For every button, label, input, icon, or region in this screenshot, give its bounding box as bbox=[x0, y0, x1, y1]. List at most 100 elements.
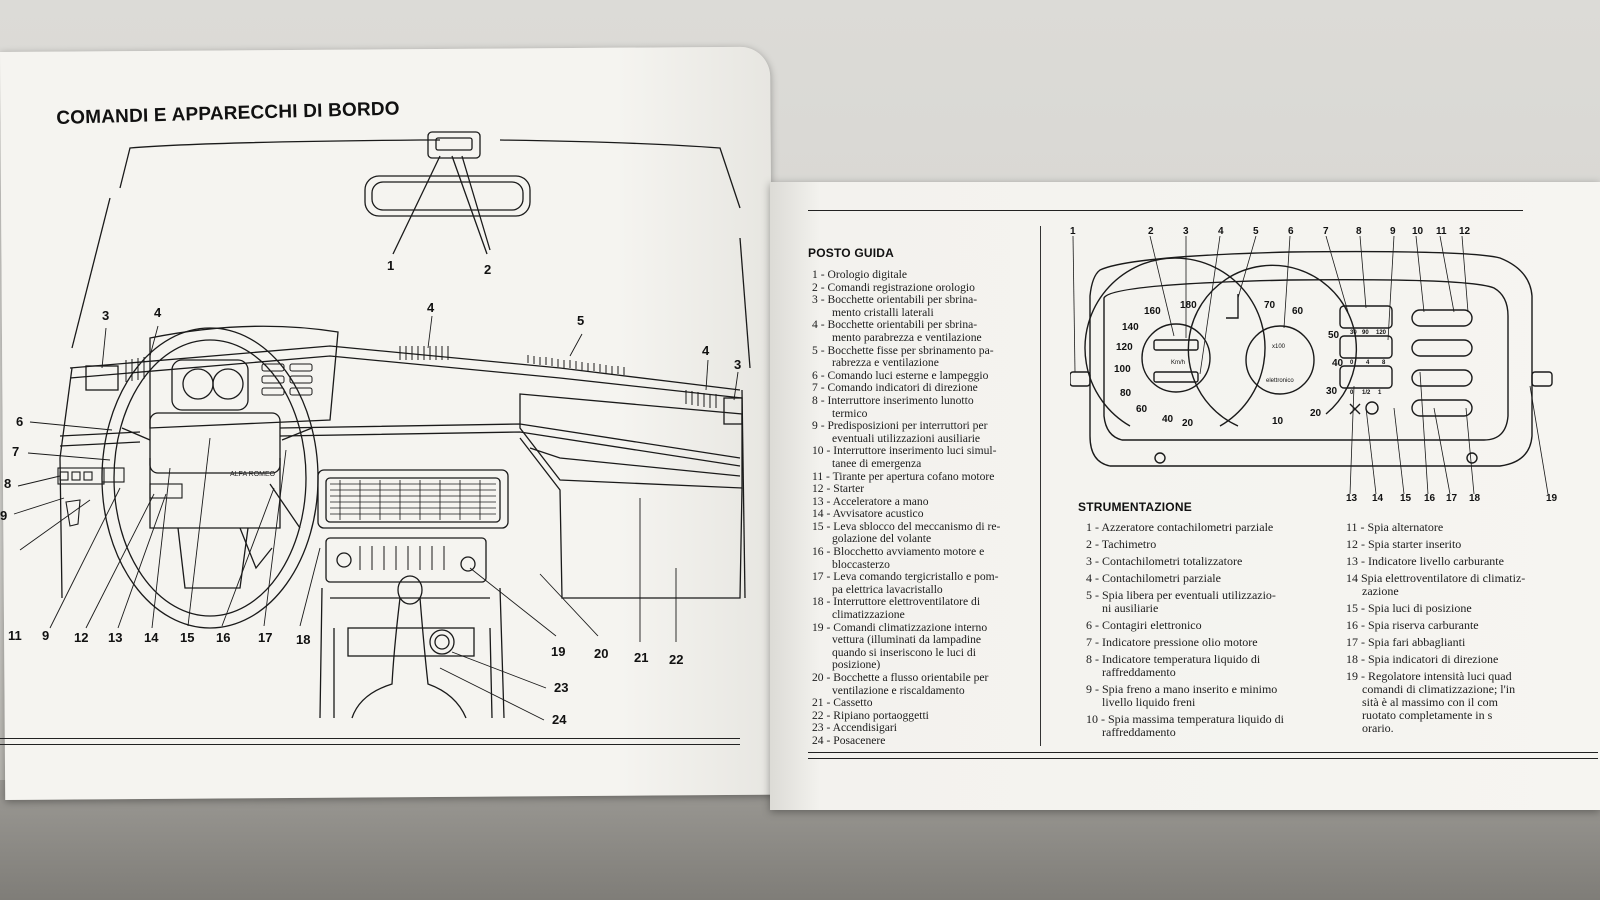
tacho-tick-label: 70 bbox=[1264, 300, 1276, 311]
tacho-tick-label: 60 bbox=[1292, 306, 1304, 317]
posto-guida-item: tanee di emergenza bbox=[832, 456, 922, 470]
callout-22: 22 bbox=[669, 652, 684, 667]
strumentazione-item: 7 - Indicatore pressione olio motore bbox=[1086, 635, 1258, 649]
posto-guida-item: 19 - Comandi climatizzazione interno bbox=[812, 620, 988, 634]
fuel-gauge-tick: 1/2 bbox=[1362, 390, 1371, 396]
temp-gauge-tick: 4 bbox=[1366, 360, 1370, 366]
strumentazione-item: 14 Spia elettroventilatore di climatiz-z… bbox=[1346, 571, 1526, 598]
speedo-tick-label: 20 bbox=[1182, 418, 1194, 429]
callout-23: 23 bbox=[554, 680, 569, 695]
posto-guida-item: pa elettrica lavacristallo bbox=[832, 582, 943, 596]
posto-guida-item: ventilazione e riscaldamento bbox=[832, 683, 965, 697]
strumentazione-item: 10 - Spia massima temperatura liquido di… bbox=[1086, 712, 1284, 739]
callout-15: 15 bbox=[180, 630, 195, 645]
callout-18: 18 bbox=[296, 632, 311, 647]
cluster-callout-5: 5 bbox=[1253, 226, 1259, 237]
callout-2: 2 bbox=[484, 262, 492, 277]
posto-guida-item: mento parabrezza e ventilazione bbox=[832, 330, 982, 344]
callout-9: 9 bbox=[0, 508, 8, 523]
cluster-callout-14: 14 bbox=[1372, 493, 1384, 504]
callout-17: 17 bbox=[258, 630, 273, 645]
callout-8: 8 bbox=[4, 476, 12, 491]
callout-9b: 9 bbox=[42, 628, 50, 643]
right-bottom-rule-2 bbox=[808, 758, 1598, 759]
temp-gauge-tick: 0 bbox=[1350, 360, 1354, 366]
posto-guida-item: 23 - Accendisigari bbox=[812, 721, 897, 735]
cluster-callout-11: 11 bbox=[1436, 226, 1447, 237]
cluster-callout-18: 18 bbox=[1469, 493, 1481, 504]
posto-guida-heading: POSTO GUIDA bbox=[808, 246, 894, 260]
speedo-tick-label: 160 bbox=[1144, 306, 1161, 317]
cluster-callout-1: 1 bbox=[1070, 226, 1076, 237]
cluster-callout-12: 12 bbox=[1459, 226, 1471, 237]
strumentazione-item: 1 - Azzeratore contachilometri parziale bbox=[1086, 520, 1274, 534]
oil-gauge-tick: 30 bbox=[1350, 330, 1357, 336]
cluster-callout-15: 15 bbox=[1400, 493, 1412, 504]
right-top-rule bbox=[808, 210, 1523, 211]
callout-3b: 3 bbox=[734, 357, 742, 372]
posto-guida-item: 4 - Bocchette orientabili per sbrina- bbox=[812, 318, 978, 332]
posto-guida-item: 20 - Bocchette a flusso orientabile per bbox=[812, 671, 989, 684]
strumentazione-item: 15 - Spia luci di posizione bbox=[1346, 601, 1472, 615]
posto-guida-item: bloccasterzo bbox=[832, 557, 890, 571]
speedo-tick-label: 140 bbox=[1122, 322, 1139, 333]
left-bottom-rule bbox=[0, 738, 740, 739]
posto-guida-item: 9 - Predisposizioni per interruttori per bbox=[812, 419, 988, 433]
posto-guida-item: 7 - Comando indicatori di direzione bbox=[812, 381, 978, 395]
strumentazione-item: 5 - Spia libera per eventuali utilizzazi… bbox=[1086, 588, 1276, 615]
speedo-tick-label: 40 bbox=[1162, 414, 1174, 425]
oil-gauge-tick: 120 bbox=[1376, 330, 1387, 336]
posto-guida-item: 3 - Bocchette orientabili per sbrina- bbox=[812, 293, 978, 307]
right-page bbox=[770, 182, 1600, 810]
cluster-callout-7: 7 bbox=[1323, 226, 1329, 237]
posto-guida-item: quando si inseriscono le luci di bbox=[832, 645, 976, 659]
posto-guida-item: 5 - Bocchette fisse per sbrinamento pa- bbox=[812, 343, 994, 357]
cluster-callout-3: 3 bbox=[1183, 226, 1189, 237]
cluster-callout-16: 16 bbox=[1424, 493, 1436, 504]
callout-12: 12 bbox=[74, 630, 89, 645]
speedo-unit-label: Km/h bbox=[1171, 360, 1185, 366]
speedo-tick-label: 60 bbox=[1136, 404, 1148, 415]
oil-gauge-tick: 90 bbox=[1362, 330, 1369, 336]
posto-guida-item: 14 - Avvisatore acustico bbox=[812, 507, 924, 521]
tacho-tick-label: 10 bbox=[1272, 416, 1284, 427]
strumentazione-item: 12 - Spia starter inserito bbox=[1346, 537, 1462, 551]
wheel-brand-label: ALFA ROMEO bbox=[230, 471, 276, 478]
callout-21: 21 bbox=[634, 650, 649, 665]
speedo-tick-label: 180 bbox=[1180, 300, 1197, 311]
speedo-tick-label: 100 bbox=[1114, 364, 1131, 375]
speedo-tick-label: 120 bbox=[1116, 342, 1133, 353]
posto-guida-item: termico bbox=[832, 406, 868, 420]
callout-7: 7 bbox=[12, 444, 20, 459]
posto-guida-item: golazione del volante bbox=[832, 532, 932, 546]
callout-5: 5 bbox=[577, 313, 585, 328]
callout-16: 16 bbox=[216, 630, 231, 645]
posto-guida-item: rabrezza e ventilazione bbox=[832, 356, 939, 370]
cluster-callout-17: 17 bbox=[1446, 493, 1458, 504]
strumentazione-item: 6 - Contagiri elettronico bbox=[1086, 618, 1202, 632]
posto-guida-item: eventuali utilizzazioni ausiliarie bbox=[832, 431, 981, 445]
strumentazione-item: 17 - Spia fari abbaglianti bbox=[1346, 635, 1466, 649]
posto-guida-item: climatizzazione bbox=[832, 608, 905, 622]
tacho-tick-label: 50 bbox=[1328, 330, 1340, 341]
instrument-cluster-diagram: 20406080100120140160180Km/h1020304050607… bbox=[1070, 236, 1553, 495]
callout-11: 11 bbox=[8, 628, 22, 643]
callout-4: 4 bbox=[154, 305, 162, 320]
strumentazione-item: 3 - Contachilometri totalizzatore bbox=[1086, 554, 1243, 568]
strumentazione-heading: STRUMENTAZIONE bbox=[1078, 500, 1192, 514]
posto-guida-item: 8 - Interruttore inserimento lunotto bbox=[812, 393, 974, 407]
cluster-callout-13: 13 bbox=[1346, 493, 1358, 504]
posto-guida-item: 21 - Cassetto bbox=[812, 696, 873, 710]
cluster-callout-2: 2 bbox=[1148, 226, 1154, 237]
cluster-callout-6: 6 bbox=[1288, 226, 1294, 237]
callout-19: 19 bbox=[551, 644, 566, 659]
callout-6: 6 bbox=[16, 414, 24, 429]
posto-guida-item: 2 - Comandi registrazione orologio bbox=[812, 280, 975, 294]
posto-guida-item: 13 - Acceleratore a mano bbox=[812, 494, 929, 508]
